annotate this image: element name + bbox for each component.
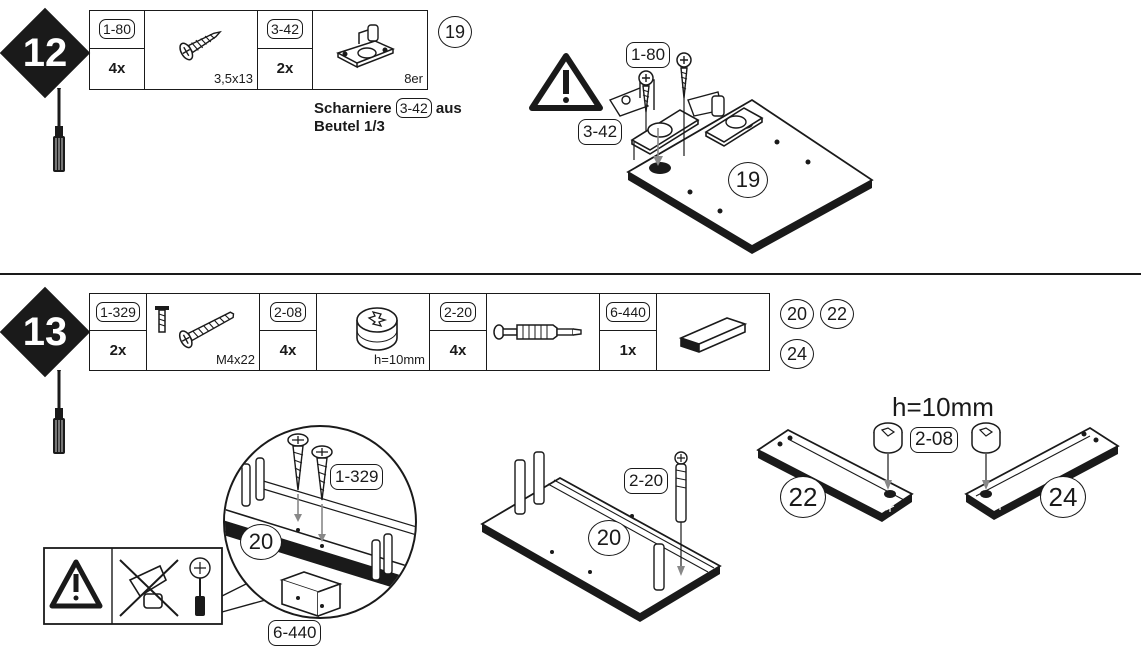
panel-number: 19 bbox=[728, 162, 768, 198]
panel-number: 22 bbox=[780, 476, 826, 518]
part-code: 2-20 bbox=[439, 302, 477, 323]
hinge-label: 3-42 bbox=[578, 119, 623, 145]
panel-ref: 20 bbox=[780, 299, 814, 329]
screw-label: 1-329 bbox=[330, 464, 384, 490]
part-image-cell: h=10mm bbox=[316, 293, 430, 371]
part-spec: 3,5x13 bbox=[213, 71, 253, 86]
part-image-cell: 3,5x13 bbox=[144, 10, 258, 90]
step-divider bbox=[0, 273, 1141, 275]
part-qty: 4x bbox=[259, 330, 317, 371]
bolt-label: 2-20 bbox=[624, 468, 669, 494]
hinge-icon bbox=[336, 24, 395, 69]
panel-22 bbox=[756, 428, 914, 522]
panel-ref: 22 bbox=[820, 299, 854, 329]
step-number: 13 bbox=[22, 310, 68, 354]
cam-lock-right bbox=[971, 422, 1001, 490]
part-code: 1-329 bbox=[96, 302, 140, 323]
cam-lock-left bbox=[873, 422, 903, 490]
panel-number: 20 bbox=[588, 520, 630, 556]
part-code-cell: 3-42 bbox=[257, 10, 313, 49]
zoom-detail bbox=[223, 425, 417, 619]
warning-box bbox=[43, 547, 223, 625]
step-number: 12 bbox=[22, 31, 68, 75]
part-spec: M4x22 bbox=[215, 352, 255, 367]
part-qty: 2x bbox=[257, 47, 313, 91]
panel-ref: 19 bbox=[438, 16, 472, 48]
hinge-left bbox=[608, 79, 700, 155]
part-qty: 4x bbox=[89, 47, 145, 91]
hinge-note: Scharniere 3-42 aus Beutel 1/3 bbox=[314, 98, 462, 136]
part-spec: 8er bbox=[404, 71, 423, 86]
panel-number: 24 bbox=[1040, 476, 1086, 518]
screwdriver-icon bbox=[53, 88, 65, 172]
part-code: 6-440 bbox=[606, 302, 650, 323]
part-image-cell bbox=[656, 293, 770, 371]
note-text: Beutel 1/3 bbox=[314, 118, 385, 135]
part-code-cell: 1-329 bbox=[89, 292, 147, 332]
part-code: 2-08 bbox=[269, 302, 307, 323]
panel-ref: 24 bbox=[780, 339, 814, 369]
screw-icon bbox=[179, 30, 222, 61]
part-image-cell: 8er bbox=[312, 10, 428, 90]
screw-label: 1-80 bbox=[626, 42, 671, 68]
block-icon bbox=[678, 317, 748, 353]
cam-label: 2-08 bbox=[910, 427, 959, 453]
part-image-cell bbox=[486, 293, 600, 371]
warning-icon bbox=[529, 53, 603, 111]
height-label: h=10mm bbox=[892, 392, 994, 422]
part-spec: h=10mm bbox=[374, 352, 425, 367]
hinge-right bbox=[687, 91, 764, 147]
part-qty: 4x bbox=[429, 330, 487, 371]
screw-left bbox=[638, 70, 654, 113]
part-code: 1-80 bbox=[98, 19, 136, 40]
panel-number: 20 bbox=[240, 524, 282, 560]
parts-table: 1-80 3,5x13 3-42 bbox=[89, 10, 428, 91]
screw-right bbox=[676, 52, 692, 99]
part-qty: 1x bbox=[599, 330, 657, 371]
note-text: aus bbox=[435, 100, 462, 117]
part-qty: 2x bbox=[89, 330, 147, 371]
part-code: 3-42 bbox=[266, 19, 304, 40]
cam-lock-icon bbox=[356, 307, 398, 351]
block-label: 6-440 bbox=[268, 620, 322, 646]
part-code-cell: 6-440 bbox=[599, 292, 657, 332]
parts-table: 1-329 M4x22 2-08 bbox=[89, 292, 770, 371]
screw-icon bbox=[155, 306, 235, 349]
screwdriver-icon bbox=[53, 370, 65, 454]
note-text: Scharniere bbox=[314, 100, 392, 117]
part-image-cell: M4x22 bbox=[146, 293, 260, 371]
part-code-cell: 1-80 bbox=[89, 10, 145, 49]
part-code-cell: 2-08 bbox=[259, 292, 317, 332]
part-code-cell: 2-20 bbox=[429, 292, 487, 332]
cam-bolt-icon bbox=[493, 324, 582, 340]
note-code: 3-42 bbox=[395, 98, 432, 118]
